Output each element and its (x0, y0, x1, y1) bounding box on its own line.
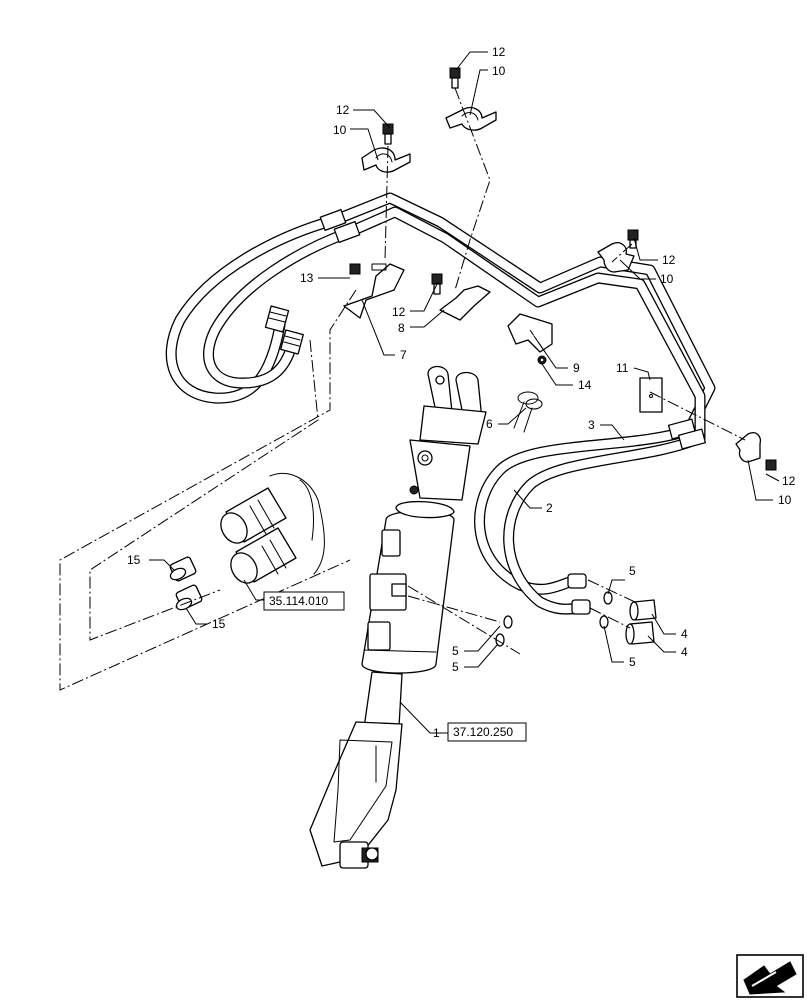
callout-15: 15 (212, 617, 226, 631)
callout-4: 4 (681, 627, 688, 641)
callout-12: 12 (662, 253, 676, 267)
plugs-4 (625, 599, 657, 645)
callout-8: 8 (398, 321, 405, 335)
bolt-12-top-left (382, 123, 394, 145)
callout-10: 10 (778, 493, 792, 507)
callout-7: 7 (400, 348, 407, 362)
rigid-lines (324, 192, 716, 442)
reference-box-cylinder[interactable]: 37.120.250 (447, 722, 527, 742)
washers-5 (495, 591, 613, 647)
callout-10: 10 (492, 64, 506, 78)
callout-15: 15 (127, 553, 141, 567)
bracket-7 (343, 263, 405, 319)
reference-cylinder-text: 37.120.250 (453, 725, 513, 739)
fitting-15-lower (175, 584, 203, 611)
bolt-12-top-center (449, 67, 461, 89)
leader-lines (149, 51, 780, 734)
nut-14 (537, 355, 547, 365)
clamp-10-far-right (735, 432, 762, 463)
callout-5: 5 (629, 655, 636, 669)
fitting-15-upper (169, 556, 197, 582)
bolt-12-far-right (765, 459, 777, 471)
callout-5: 5 (452, 644, 459, 658)
bracket-9 (507, 313, 553, 353)
clip-6 (513, 391, 543, 433)
callout-14: 14 (578, 378, 592, 392)
coupler-assembly (220, 472, 325, 584)
next-page-arrow-icon[interactable] (736, 954, 804, 998)
callout-10: 10 (333, 123, 347, 137)
clamp-10-top-left (361, 147, 411, 173)
callout-12: 12 (392, 305, 406, 319)
callout-5: 5 (452, 660, 459, 674)
bracket-8 (439, 285, 491, 321)
callout-12: 12 (782, 474, 796, 488)
callout-6: 6 (486, 417, 493, 431)
plate-11 (639, 377, 663, 413)
callout-1: 1 (433, 726, 440, 740)
clamp-10-top-center (445, 106, 497, 131)
top-link-cylinder (309, 365, 487, 869)
reference-box-coupler[interactable]: 35.114.010 (263, 591, 345, 611)
callout-2: 2 (546, 501, 553, 515)
callout-12: 12 (336, 103, 350, 117)
reference-coupler-text: 35.114.010 (269, 594, 328, 608)
callout-3: 3 (588, 418, 595, 432)
callout-9: 9 (573, 361, 580, 375)
callout-11: 11 (616, 361, 629, 375)
hose-right-pair (474, 418, 707, 615)
hose-left-pair (165, 214, 356, 404)
callout-12: 12 (492, 45, 506, 59)
callout-10: 10 (660, 272, 674, 286)
callout-4: 4 (681, 645, 688, 659)
callout-13: 13 (300, 271, 314, 285)
assembly-lines (59, 87, 746, 691)
bolt-13 (349, 263, 361, 275)
callouts: 12 10 12 10 12 10 12 10 13 7 12 8 9 14 1… (127, 45, 796, 740)
hose-fittings-left (264, 209, 361, 355)
callout-5: 5 (629, 564, 636, 578)
